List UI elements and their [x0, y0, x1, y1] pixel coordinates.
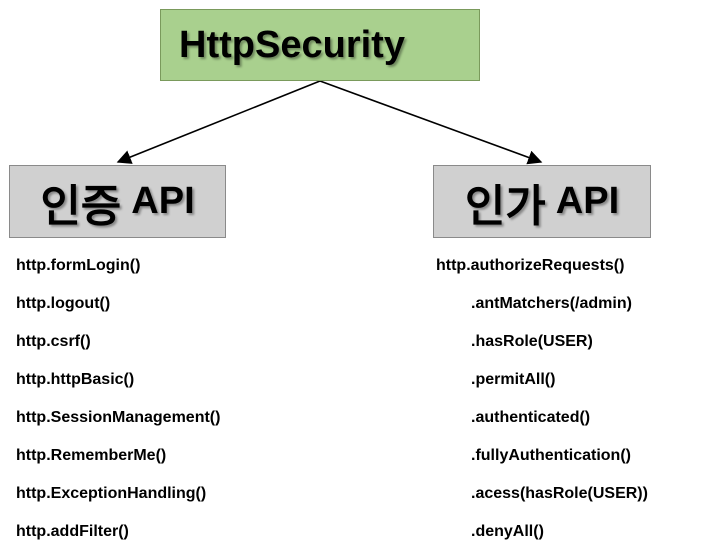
authorization-method: .fullyAuthentication(): [471, 447, 631, 464]
authorization-method: .hasRole(USER): [471, 333, 593, 350]
authentication-method: http.formLogin(): [16, 257, 141, 274]
arrow-to-authentication: [116, 80, 321, 164]
authorization-api-node: 인가 API: [433, 165, 651, 238]
authentication-api-node: 인증 API: [9, 165, 226, 238]
authentication-method: http.RememberMe(): [16, 447, 167, 464]
authentication-suffix: API: [131, 180, 195, 222]
authentication-title: 인증: [40, 181, 122, 231]
authorization-method: .denyAll(): [471, 523, 544, 540]
http-security-label: HttpSecurity: [179, 23, 405, 66]
authentication-method: http.csrf(): [16, 333, 91, 350]
authorization-method: .permitAll(): [471, 371, 556, 388]
http-security-node: HttpSecurity: [160, 9, 480, 81]
authorization-method: .acess(hasRole(USER)): [471, 485, 648, 502]
authorization-method: .authenticated(): [471, 409, 591, 426]
arrow-to-authorization: [319, 80, 543, 165]
authentication-method: http.httpBasic(): [16, 371, 135, 388]
authorization-title: 인가: [464, 181, 546, 231]
authentication-method: http.ExceptionHandling(): [16, 485, 207, 502]
authorization-method: .antMatchers(/admin): [471, 295, 632, 312]
authorization-suffix: API: [555, 180, 620, 222]
authentication-method: http.SessionManagement(): [16, 409, 221, 426]
authorization-entry: http.authorizeRequests(): [436, 257, 625, 274]
authentication-method: http.logout(): [16, 295, 111, 312]
authentication-method: http.addFilter(): [16, 523, 129, 540]
